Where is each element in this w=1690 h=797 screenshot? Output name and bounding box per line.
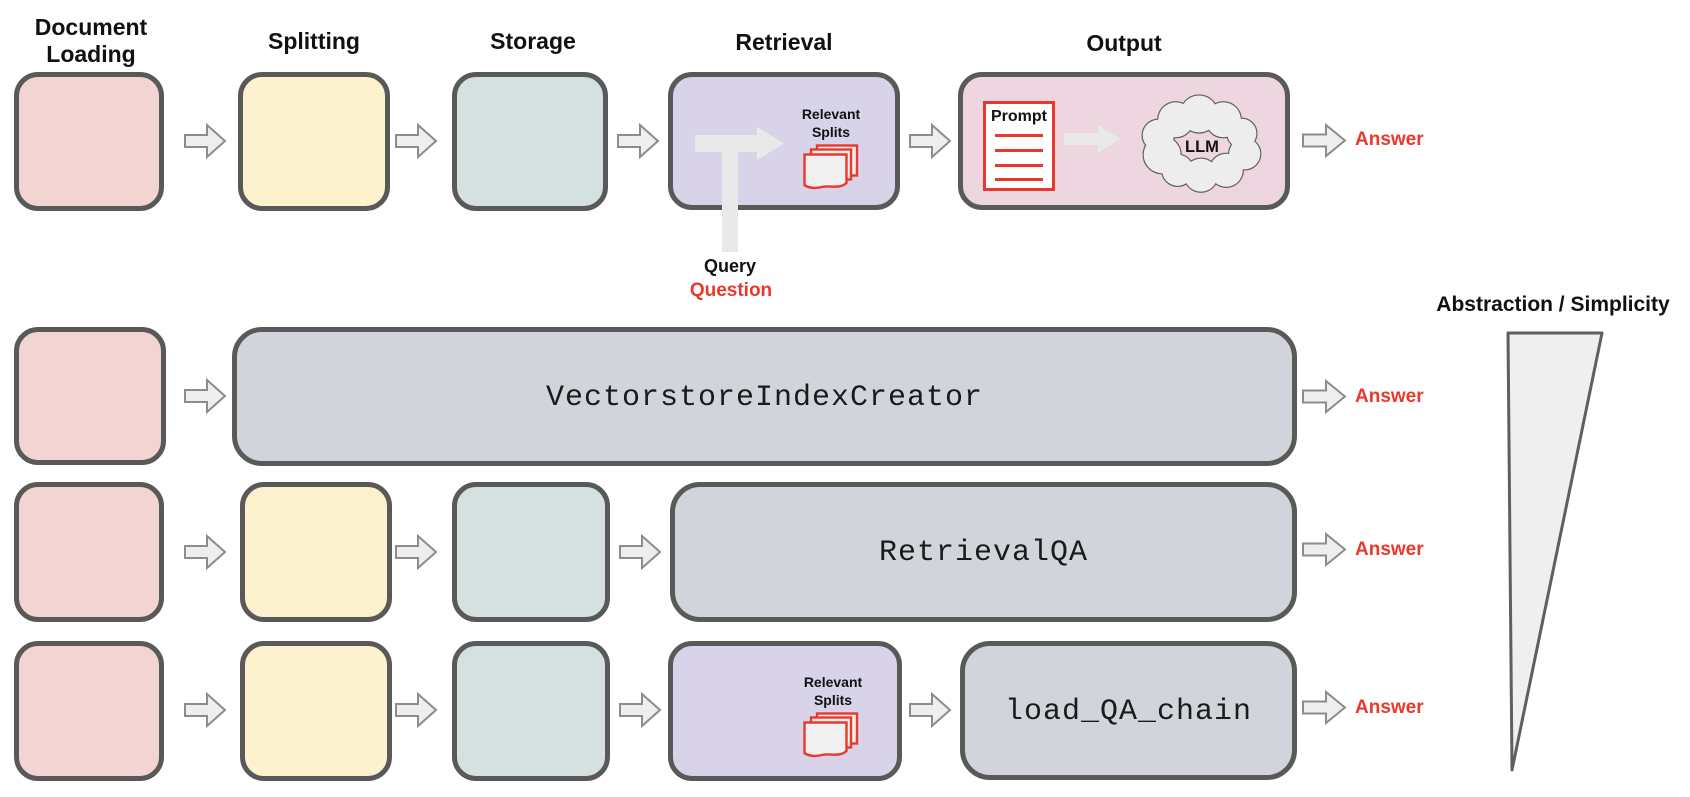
arrow-right-icon (619, 533, 662, 571)
document-stack-icon (803, 712, 859, 758)
vectorstore-index-creator-box: VectorstoreIndexCreator (232, 327, 1297, 466)
arrow-right-icon (909, 122, 952, 160)
answer-label-row2: Answer (1355, 386, 1424, 407)
question-label: Question (689, 280, 773, 301)
splitting-box-row1 (238, 72, 390, 211)
relevant-splits-line1: Relevant (801, 106, 861, 122)
prompt-to-llm-arrow-icon (1064, 125, 1120, 153)
splitting-box-row4 (240, 641, 392, 781)
prompt-text-line (995, 134, 1043, 137)
answer-label-row1: Answer (1355, 129, 1424, 150)
arrow-right-icon (909, 691, 952, 729)
document-loading-box-row2 (14, 327, 166, 465)
document-loading-box-row1 (14, 72, 164, 211)
arrow-right-icon (395, 533, 438, 571)
prompt-label: Prompt (991, 108, 1047, 125)
answer-arrow-icon (1302, 122, 1347, 159)
relevant-splits-line2: Splits (813, 692, 853, 708)
arrow-right-icon (619, 691, 662, 729)
prompt-text-line (995, 178, 1043, 181)
arrow-right-icon (184, 377, 227, 415)
query-label: Query (703, 256, 757, 276)
arrow-right-icon (395, 691, 438, 729)
answer-label-row3: Answer (1355, 539, 1424, 560)
arrow-right-icon (184, 533, 227, 571)
splitting-box-row3 (240, 482, 392, 622)
prompt-text-line (995, 164, 1043, 167)
document-loading-box-row3 (14, 482, 164, 622)
document-stack-icon (803, 144, 859, 190)
arrow-right-icon (184, 691, 227, 729)
llm-label: LLM (1185, 138, 1219, 156)
load-qa-chain-box: load_QA_chain (960, 641, 1297, 780)
answer-label-row4: Answer (1355, 697, 1424, 718)
prompt-text-line (995, 149, 1043, 152)
abstraction-wedge-icon (1506, 331, 1604, 772)
relevant-splits-line1: Relevant (803, 674, 863, 690)
query-flow-arrow-icon (695, 127, 784, 252)
document-loading-box-row4 (14, 641, 164, 781)
relevant-splits-label-row4: Relevant Splits (768, 673, 898, 709)
answer-arrow-icon (1302, 378, 1347, 415)
llm-cloud-icon: LLM (1141, 94, 1262, 193)
relevant-splits-line2: Splits (811, 124, 851, 140)
abstraction-simplicity-title: Abstraction / Simplicity (1436, 293, 1670, 316)
retrieval-box-row4 (668, 641, 902, 781)
arrow-right-icon (617, 122, 660, 160)
storage-box-row3 (452, 482, 610, 622)
stage-label-retrieval: Retrieval (735, 29, 833, 55)
storage-box-row4 (452, 641, 610, 781)
stage-label-splitting: Splitting (268, 28, 360, 54)
storage-box-row1 (452, 72, 608, 211)
stage-label-document-loading-line1: Document (34, 14, 148, 40)
answer-arrow-icon (1302, 531, 1347, 568)
prompt-document-icon: Prompt (983, 101, 1055, 191)
stage-label-document-loading-line2: Loading (46, 41, 136, 67)
relevant-splits-label-row1: Relevant Splits (766, 105, 896, 141)
arrow-right-icon (184, 122, 227, 160)
retrieval-qa-box: RetrievalQA (670, 482, 1297, 622)
arrow-right-icon (395, 122, 438, 160)
stage-label-storage: Storage (490, 28, 576, 54)
stage-label-document-loading: Document Loading (9, 14, 173, 68)
stage-label-output: Output (1086, 30, 1162, 56)
answer-arrow-icon (1302, 689, 1347, 726)
